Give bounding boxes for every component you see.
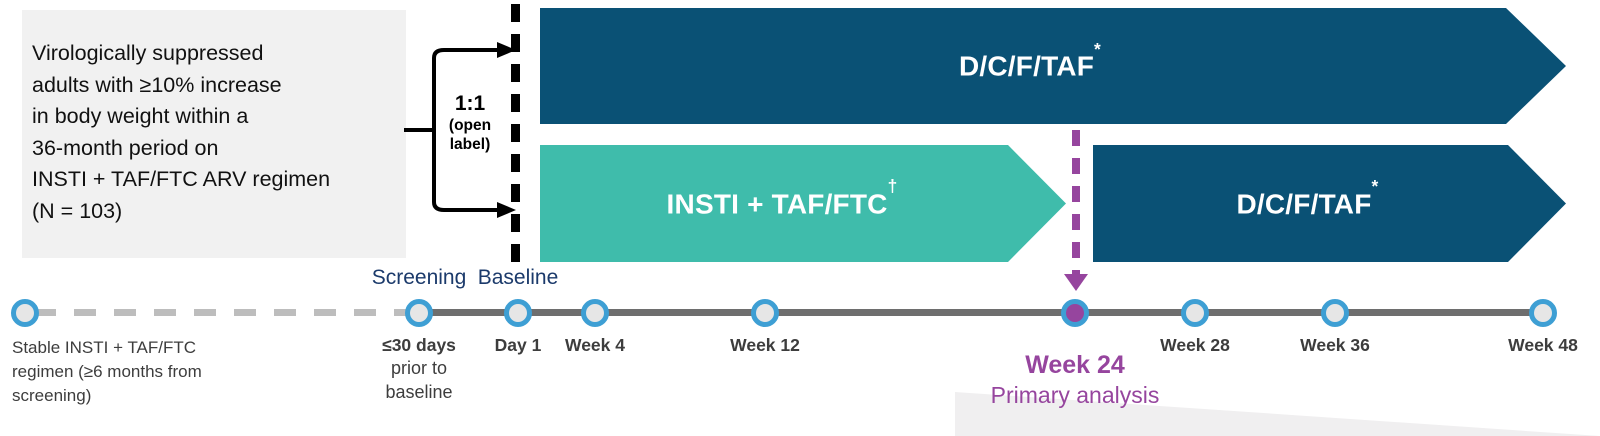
timeline-node-week4[interactable] bbox=[581, 299, 609, 327]
stable-regimen-note: Stable INSTI + TAF/FTC regimen (≥6 month… bbox=[12, 338, 202, 405]
timeline-label-week28: Week 28 bbox=[1160, 335, 1230, 356]
arm-insti-taf-ftc: INSTI + TAF/FTC† bbox=[540, 145, 1066, 262]
timeline-label-week36: Week 36 bbox=[1300, 335, 1370, 356]
randomization-ratio-sublabel: (open label) bbox=[448, 117, 492, 153]
arm-label: INSTI + TAF/FTC† bbox=[666, 176, 898, 220]
timeline-label-main: Day 1 bbox=[494, 335, 542, 355]
timeline-node-week36[interactable] bbox=[1321, 299, 1349, 327]
timeline-label-week12: Week 12 bbox=[730, 335, 800, 356]
timeline-node-week48[interactable] bbox=[1529, 299, 1557, 327]
randomization-divider bbox=[511, 4, 520, 262]
primary-analysis-title: Week 24 bbox=[1025, 351, 1125, 379]
timeline-label-main: Week 48 bbox=[1508, 335, 1578, 355]
primary-analysis-caption: Week 24 Primary analysis bbox=[991, 350, 1160, 411]
population-description: Virologically suppressed adults with ≥10… bbox=[32, 41, 331, 223]
arm-dcftaf-switch: D/C/F/TAF* bbox=[1093, 145, 1566, 262]
timeline-node-week28[interactable] bbox=[1181, 299, 1209, 327]
timeline-label-baseline: Day 1 bbox=[495, 335, 542, 356]
timeline-toplabel-screening: Screening bbox=[371, 266, 467, 289]
timeline-label-week4: Week 4 bbox=[565, 335, 625, 356]
primary-analysis-dashed-line bbox=[1072, 130, 1080, 278]
timeline-label-main: Week 36 bbox=[1300, 335, 1370, 355]
population-box bbox=[22, 10, 406, 258]
timeline-node-baseline[interactable] bbox=[504, 299, 532, 327]
timeline-toplabel-baseline: Baseline bbox=[477, 266, 559, 289]
timeline-label-main: Week 12 bbox=[730, 335, 800, 355]
timeline-solid-segment bbox=[414, 309, 1554, 316]
timeline-node-week12[interactable] bbox=[751, 299, 779, 327]
timeline-label-week48: Week 48 bbox=[1508, 335, 1578, 356]
arm-dcftaf-continuation: D/C/F/TAF* bbox=[540, 8, 1566, 124]
randomization-bracket-icon bbox=[404, 42, 516, 218]
arm-label: D/C/F/TAF* bbox=[1236, 176, 1379, 220]
arm-label: D/C/F/TAF* bbox=[958, 38, 1101, 82]
randomization-ratio: 1:1 bbox=[454, 92, 486, 115]
timeline-label-screening: ≤30 days prior to baseline bbox=[382, 335, 456, 404]
timeline-node-screening[interactable] bbox=[405, 299, 433, 327]
primary-analysis-subtitle: Primary analysis bbox=[990, 382, 1160, 408]
timeline-node-week24[interactable] bbox=[1061, 299, 1089, 327]
timeline-node-entry[interactable] bbox=[11, 299, 39, 327]
primary-analysis-arrow-icon bbox=[1064, 274, 1088, 291]
timeline-label-sub: prior to baseline bbox=[385, 358, 453, 402]
timeline-label-main: Week 28 bbox=[1160, 335, 1230, 355]
timeline-label-main: Week 4 bbox=[565, 335, 625, 355]
timeline-label-main: ≤30 days bbox=[382, 335, 456, 355]
timeline-dashed-segment bbox=[34, 309, 414, 316]
